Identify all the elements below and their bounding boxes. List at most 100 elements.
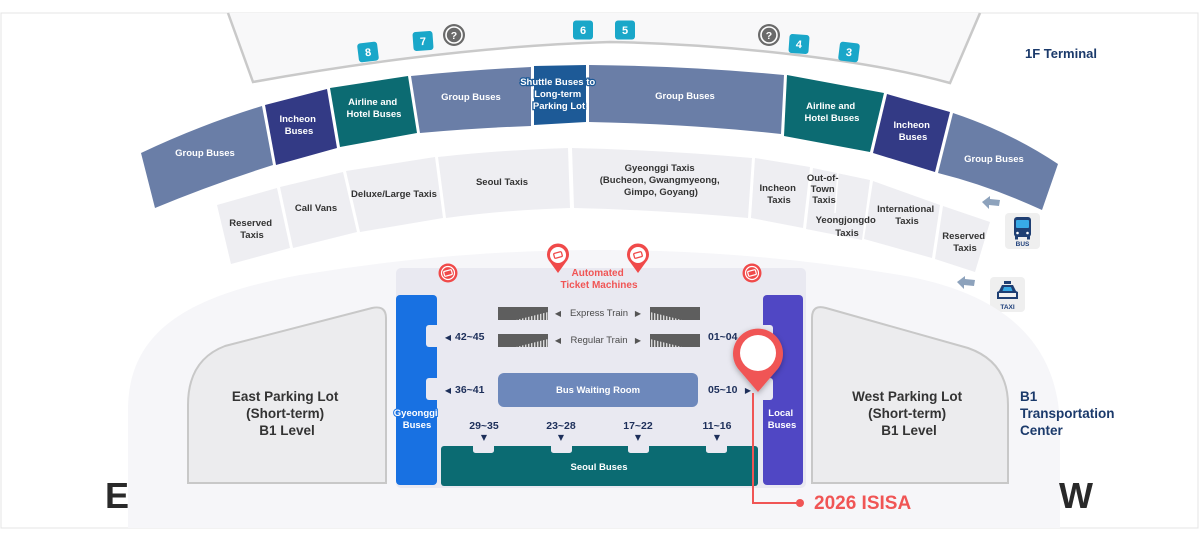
location-pin-icon: [733, 328, 783, 392]
bus-zone-label: Group Buses: [441, 92, 501, 103]
label-line: Long-term: [534, 89, 581, 100]
stop-range-label: 11~16: [703, 420, 732, 432]
label-line: (Short-term): [246, 406, 324, 421]
bus-headlight: [1026, 231, 1029, 235]
seoul-bay-notch: [706, 443, 727, 453]
gate-badge: 4: [788, 34, 810, 54]
gyeonggi-bay-notch: [426, 378, 440, 400]
taxi-icon: TAXI: [990, 277, 1025, 312]
label-line: Center: [1020, 423, 1064, 438]
gate-badge: 3: [838, 41, 860, 63]
bus-zone-label: Incheon Buses: [279, 114, 318, 137]
gate-badge: 7: [412, 31, 434, 51]
bus-wheel: [1027, 236, 1030, 240]
label-line: Gyeonggi Taxis: [625, 163, 695, 174]
ticket-machine-ring: [744, 265, 760, 281]
gate-badge-bg: [573, 20, 593, 40]
taxi-zone-international-taxis: [864, 181, 940, 258]
ticket-machine-ring: [440, 265, 456, 281]
regular-train-label: Regular Train: [570, 335, 627, 346]
seoul-buses-label: Seoul Buses: [570, 462, 627, 473]
marker-leader-dot: [796, 499, 804, 507]
label-line: Incheon: [279, 114, 316, 125]
stairs-steps: [650, 312, 682, 320]
label-line: Incheon: [759, 183, 796, 194]
bus-zone-label: Group Buses: [964, 154, 1024, 165]
bus-waiting-room: [498, 373, 698, 407]
taxi-zone-label: Reserved Taxis: [229, 218, 274, 241]
arrow-left-icon: ◀: [445, 333, 452, 342]
direction-arrow-icon: [957, 276, 975, 289]
seoul-bay-notch: [551, 443, 572, 453]
taxi-zone-reserved-taxis: [217, 188, 290, 264]
label-line: Buses: [403, 420, 432, 431]
taxi-zone-out-of-town-yeongjongdo: [806, 168, 870, 240]
taxi-zone-label: Seoul Taxis: [476, 177, 528, 188]
stairs-steps: [516, 312, 548, 320]
label-line: Buses: [768, 420, 797, 431]
label-line: Buses: [285, 126, 314, 137]
label-line: Ticket Machines: [560, 280, 638, 291]
arrow-down-icon: ▼: [558, 433, 565, 442]
pin-inner: [630, 247, 646, 263]
taxi-zone-label: Call Vans: [295, 203, 337, 214]
stairs-icon: [498, 334, 548, 347]
bus-zone-incheon-buses: [265, 89, 337, 165]
taxi-zone-label: International Taxis: [877, 204, 937, 227]
label-line: Reserved: [942, 231, 985, 242]
info-icon-glyph: ?: [451, 30, 457, 42]
bus-window: [1016, 220, 1029, 228]
bus-icon-label: BUS: [1016, 241, 1030, 248]
gate-badge: 6: [573, 20, 593, 40]
label-line: Hotel Buses: [347, 109, 402, 120]
taxi-grille: [999, 293, 1016, 297]
label-line: Buses: [899, 132, 928, 143]
bus-zone-label: Shuttle Buses to Long-term Parking Lot: [520, 77, 598, 112]
gate-badge-bg: [412, 31, 434, 51]
label-line: Taxis: [835, 228, 859, 239]
label-line: Local: [768, 408, 793, 419]
taxi-zone-deluxe-large-taxis: [346, 157, 443, 232]
label-line: Gimpo, Goyang): [624, 187, 698, 198]
gate-number: 6: [580, 25, 586, 37]
ticket-machine-icon: [438, 263, 458, 283]
taxi-zones: Reserved Taxis Call Vans Deluxe/Large Ta…: [217, 148, 990, 272]
arrow-down-icon: ▼: [635, 433, 642, 442]
stop-range-label: 36~41: [455, 384, 485, 396]
gate-number: 8: [364, 47, 372, 60]
arrow-down-icon: ▼: [481, 433, 488, 442]
pin-inner: [550, 247, 566, 263]
stop-range-label: 29~35: [469, 420, 499, 432]
stop-range-label: 42~45: [455, 331, 485, 343]
label-line: B1 Level: [881, 423, 937, 438]
arrow-left-icon: ◀: [445, 386, 452, 395]
marker-leader-line: [752, 393, 800, 504]
arrow-left-icon: ◀: [555, 309, 562, 318]
seoul-bay-notch: [628, 443, 649, 453]
bus-zone-group-buses: [411, 67, 531, 133]
bus-zone-group-buses: [938, 113, 1058, 210]
label-line: Deluxe/Large Taxis: [351, 189, 437, 200]
marker-label: 2026 ISISA: [814, 493, 911, 514]
gate-badge-bg: [838, 41, 860, 63]
label-line: Yeongjongdo: [816, 215, 876, 226]
bus-zones: Group Buses Incheon Buses Airline and Ho…: [141, 65, 1058, 210]
seoul-buses-zone: [441, 446, 758, 486]
bus-zone-incheon-buses: [873, 94, 950, 172]
local-buses-label: Local Buses: [768, 408, 797, 431]
label-line: Shuttle Buses to: [520, 77, 595, 88]
ticket-glyph: [633, 251, 643, 259]
taxi-zone-call-vans: [280, 172, 357, 248]
ticket-machine-icon: [742, 263, 762, 283]
gate-badge-bg: [788, 34, 810, 54]
label-line: (Short-term): [868, 406, 946, 421]
info-icon-glyph: ?: [766, 30, 772, 42]
gyeonggi-buses-label: Gyeonggi Buses: [394, 408, 440, 431]
east-parking-lot-label: East Parking Lot (Short-term) B1 Level: [232, 389, 342, 438]
gate-badge-bg: [615, 20, 635, 40]
gate-badge: 5: [615, 20, 635, 40]
bus-zone-group-buses: [589, 65, 784, 134]
bus-zone-label: Group Buses: [655, 91, 715, 102]
label-line: Reserved: [229, 218, 272, 229]
